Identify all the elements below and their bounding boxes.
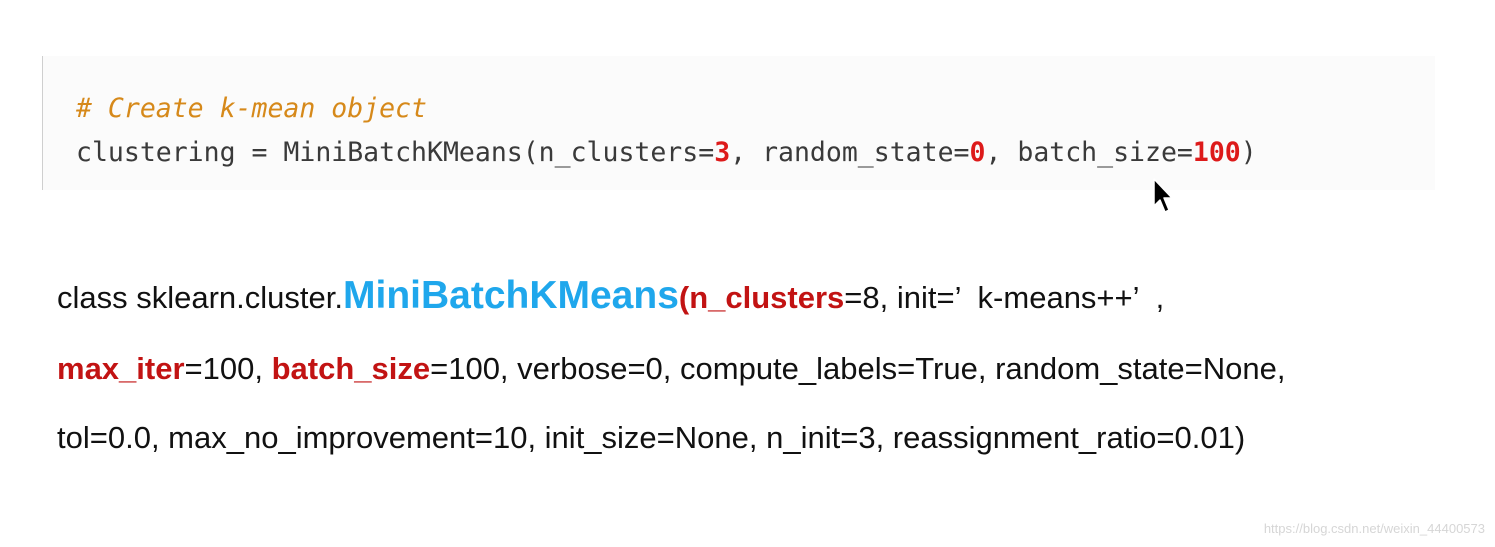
signature-line-1: class sklearn.cluster.MiniBatchKMeans(n_… (57, 276, 1164, 315)
signature-line-3: tol=0.0, max_no_improvement=10, init_siz… (57, 420, 1246, 455)
code-prefix: clustering = MiniBatchKMeans(n_clusters= (76, 137, 715, 168)
watermark: https://blog.csdn.net/weixin_44400573 (1263, 521, 1485, 536)
signature-class-name: MiniBatchKMeans (343, 274, 679, 317)
signature-line-1-rest: =8, init=’ k-means++’ , (844, 280, 1165, 315)
signature-line-2-rest: =100, verbose=0, compute_labels=True, ra… (430, 351, 1286, 386)
param-batch-size: batch_size (271, 351, 431, 386)
signature-open-paren: ( (678, 280, 690, 315)
code-mid1: , random_state= (730, 137, 970, 168)
code-random-state-value: 0 (969, 137, 986, 168)
code-batch-size-value: 100 (1192, 137, 1241, 168)
signature-line-2-mid: =100, (184, 351, 272, 386)
signature-prefix: class sklearn.cluster. (57, 280, 343, 315)
code-comment: # Create k-mean object (76, 93, 427, 124)
code-suffix: ) (1240, 137, 1257, 168)
code-statement: clustering = MiniBatchKMeans(n_clusters=… (76, 137, 1257, 168)
param-max-iter: max_iter (57, 351, 185, 386)
code-mid2: , batch_size= (985, 137, 1193, 168)
param-n-clusters: n_clusters (689, 280, 845, 315)
code-n-clusters-value: 3 (714, 137, 731, 168)
mouse-pointer-icon (1153, 178, 1173, 213)
signature-line-2: max_iter=100, batch_size=100, verbose=0,… (57, 353, 1285, 384)
code-cell: # Create k-mean object clustering = Mini… (42, 56, 1435, 190)
